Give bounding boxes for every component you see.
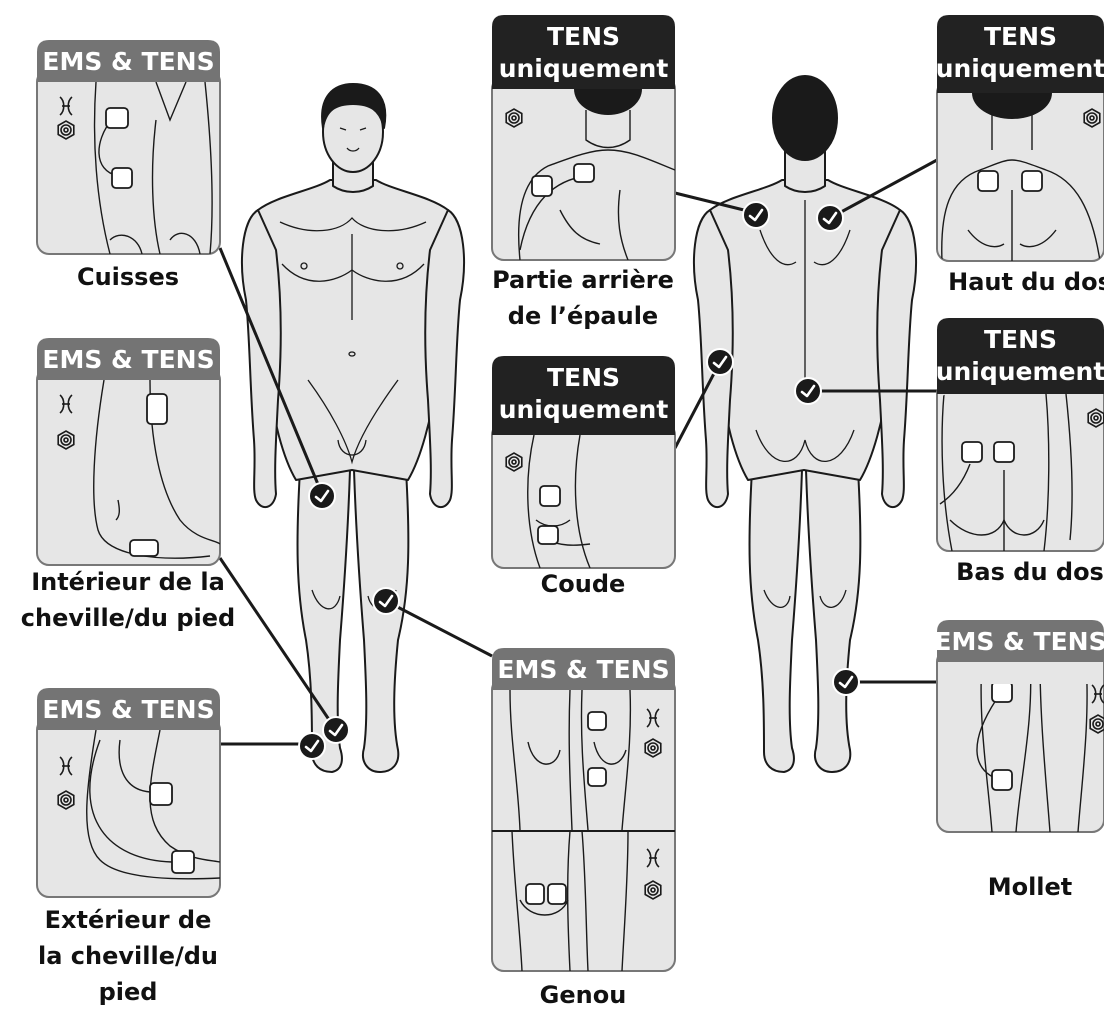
electrode-pad [978,171,998,191]
connector-genou [386,601,492,656]
electrode-pad [588,768,606,786]
panel-caption: Coude [541,570,626,598]
panel-caption: Haut du dos [948,268,1104,296]
panel-badge-text: uniquement [936,357,1104,386]
panel-badge-text: EMS & TENS [42,345,214,374]
electrode-pad [574,164,594,182]
electrode-pad [548,884,566,904]
panel-cuisses: EMS & TENS Cuisses [37,40,220,291]
electrode-pad [994,442,1014,462]
panel-badge-text: uniquement [499,395,669,424]
electrode-pad [962,442,982,462]
panel-badge-text: uniquement [936,54,1104,83]
panel-badge-text: TENS [984,325,1057,354]
panel-body [937,650,1104,832]
electrode-pad [992,770,1012,790]
front-body-figure [242,84,464,772]
front-right-leg [354,470,408,772]
electrode-pad [588,712,606,730]
marker-cheville-ext [299,733,325,759]
panel-coude: TENS uniquementCoude [492,356,675,598]
panel-badge-text: EMS & TENS [497,655,669,684]
marker-epaule [743,202,769,228]
marker-genou [373,588,399,614]
panel-caption: Extérieur de [45,906,212,934]
panel-caption: Cuisses [77,263,179,291]
electrode-pad [540,486,560,506]
panel-caption: pied [99,978,158,1006]
electrode-pad [1022,171,1042,191]
back-head [773,76,837,160]
panel-badge-text: TENS [984,22,1057,51]
panel-caption: Mollet [988,873,1073,901]
panel-caption: la cheville/du [38,942,218,970]
back-right-leg [806,470,860,772]
electrode-pad [992,682,1012,702]
panel-mollet: EMS & TENS Mollet [934,620,1104,901]
panel-body [37,70,220,254]
back-right-arm [877,210,916,507]
electrode-pad [147,394,167,424]
panel-genou: EMS & TENS Genou [492,648,675,1009]
marker-mollet [833,669,859,695]
electrode-pad [526,884,544,904]
panel-badge-text: uniquement [499,54,669,83]
panel-badge-text: EMS & TENS [934,627,1104,656]
panel-caption: Bas du dos [956,558,1104,586]
panel-body [937,382,1104,551]
panel-badge-text: TENS [547,22,620,51]
panel-cheville-ext: EMS & TENS Extérieur de la cheville/du pied [37,688,220,1006]
panel-caption: de l’épaule [508,302,658,330]
panel-body [492,423,675,568]
electrode-pad [538,526,558,544]
marker-cheville-int [323,717,349,743]
electrode-pad [130,540,158,556]
panel-badge-text: EMS & TENS [42,695,214,724]
marker-haut-dos [817,205,843,231]
electrode-pad [532,176,552,196]
electrode-pad [106,108,128,128]
panel-badge-text: EMS & TENS [42,47,214,76]
electrode-pad [150,783,172,805]
panel-caption: Partie arrière [492,266,674,294]
marker-cuisses [309,483,335,509]
marker-bas-dos [795,378,821,404]
front-torso [256,180,450,480]
panel-cheville-int: EMS & TENS Intérieur de la cheville/du pie… [21,338,235,632]
marker-coude [707,349,733,375]
panel-body [37,368,220,565]
electrode-pad [112,168,132,188]
front-right-arm [425,210,464,507]
panel-badge-text: TENS [547,363,620,392]
back-body-figure [694,76,916,772]
panel-caption: Genou [540,981,627,1009]
panel-caption: Intérieur de la [31,568,225,596]
panel-caption: cheville/du pied [21,604,235,632]
front-left-arm [242,210,281,507]
electrode-pad [172,851,194,873]
back-left-leg [750,470,802,772]
